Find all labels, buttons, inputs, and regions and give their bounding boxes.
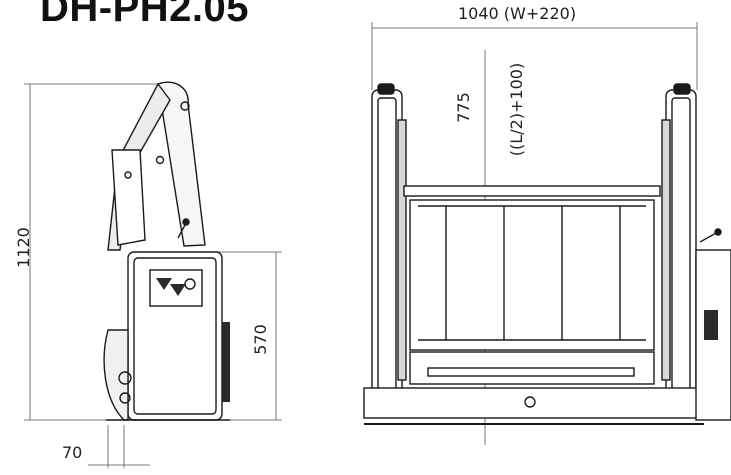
side-arm: [157, 81, 206, 247]
front-top-bar: [403, 185, 661, 197]
side-housing-inner: [133, 257, 217, 415]
side-pivot-low: [124, 171, 132, 179]
side-pivot-mid: [155, 155, 165, 165]
front-handle-knob: [714, 228, 722, 236]
dimension-height-base: 570: [250, 324, 270, 355]
side-rail: [222, 322, 230, 402]
front-base-bolt: [524, 396, 536, 408]
dimension-center-height: 775: [453, 92, 473, 123]
front-lower-slot: [427, 367, 635, 377]
front-platform-panel: [409, 199, 655, 351]
dimension-foot-offset: 70: [62, 443, 83, 462]
front-left-cap: [377, 83, 395, 95]
front-view: [363, 22, 731, 445]
front-base: [363, 387, 705, 419]
side-pivot-upper: [180, 101, 190, 111]
side-wheel-2: [119, 392, 131, 404]
side-plate: [111, 149, 146, 246]
side-view: [24, 81, 282, 468]
side-lower-arm: [103, 329, 129, 421]
dimension-center-formula: ((L/2)+100): [507, 62, 527, 157]
front-right-cap: [673, 83, 691, 95]
front-left-rail: [397, 119, 407, 381]
side-dimension-lines: [24, 83, 282, 468]
side-wheel-1: [118, 371, 132, 385]
front-right-rail: [661, 119, 671, 381]
dimension-overall-width: 1040 (W+220): [458, 4, 577, 23]
dimension-height-total: 1120: [13, 227, 33, 268]
drawing-title: DH-PH2.05: [40, 0, 250, 30]
side-handle-knob: [182, 218, 190, 226]
logo-circle-icon: [184, 278, 196, 290]
logo-mark-icon: [156, 278, 186, 296]
front-control-panel: [704, 310, 718, 340]
